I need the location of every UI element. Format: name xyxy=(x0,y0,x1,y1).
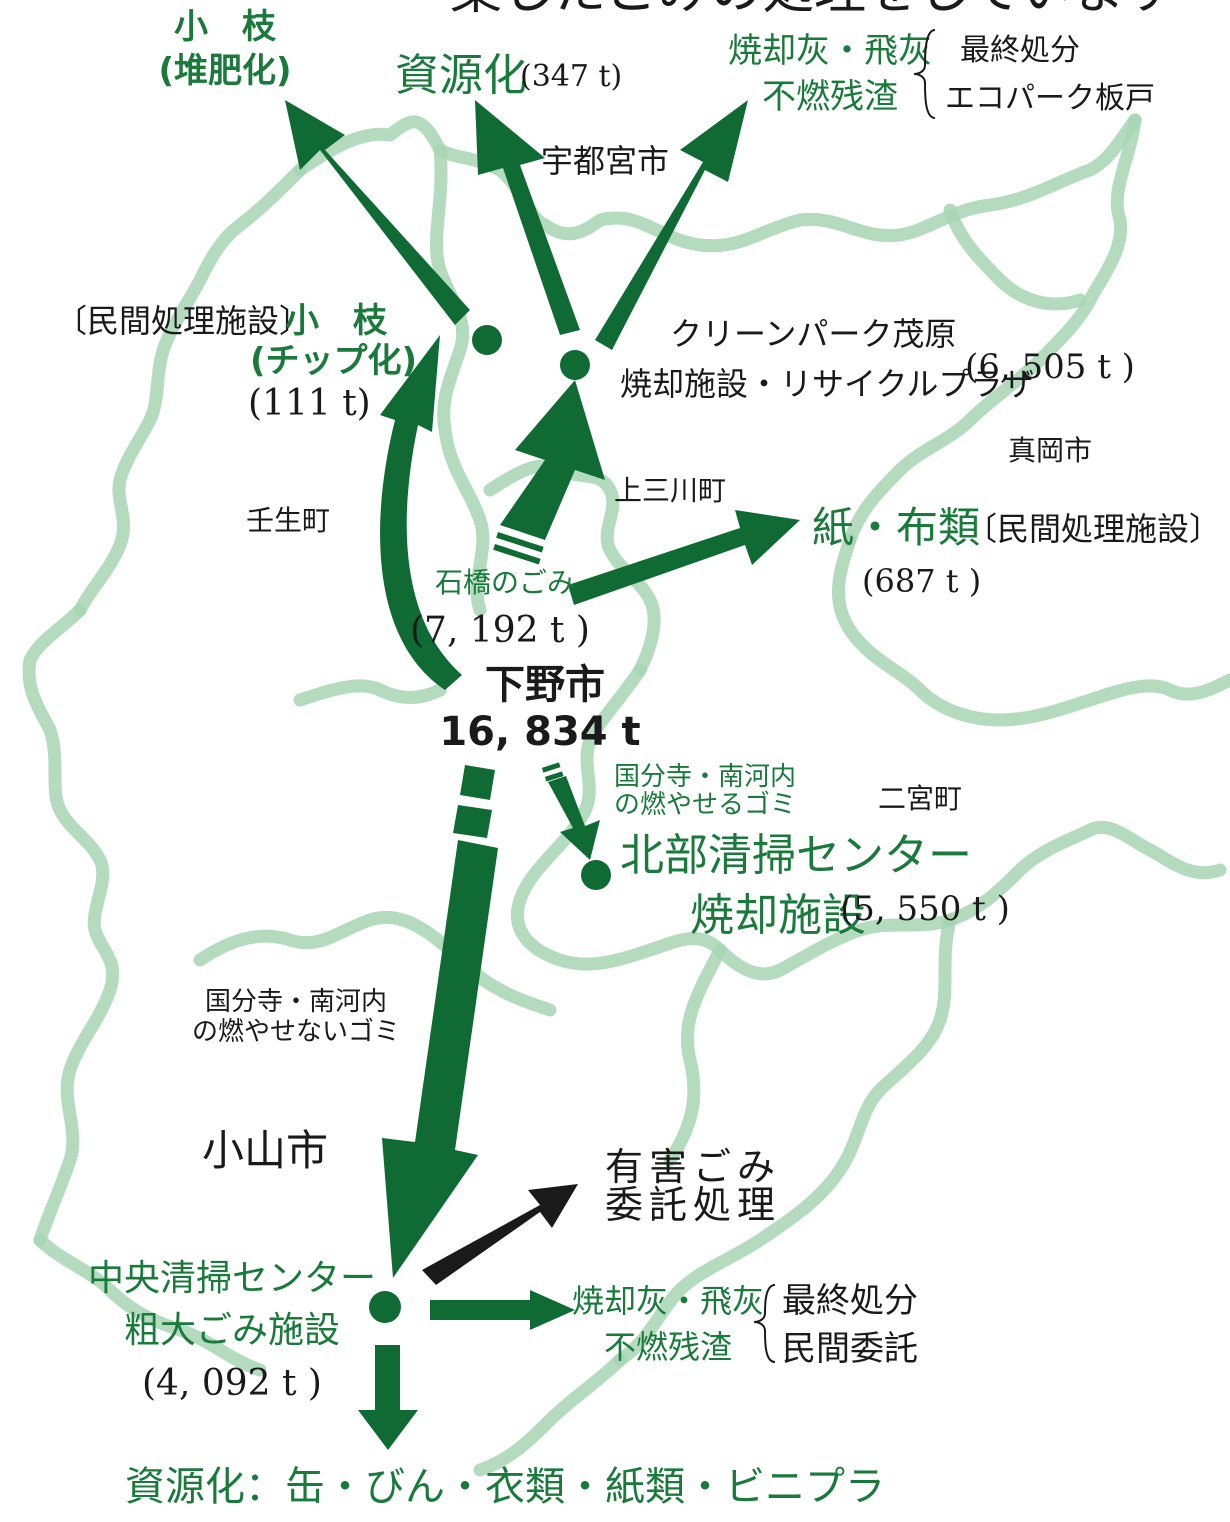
clean-park-amount: (6, 505 t ) xyxy=(965,347,1135,387)
clean-park-line1: クリーンパーク茂原 xyxy=(670,315,956,353)
private-twig-facility-label: 〔民間処理施設〕 xyxy=(55,302,311,340)
boundary-line xyxy=(33,1233,267,1377)
boundary-line xyxy=(73,163,307,617)
boundary-line xyxy=(429,143,490,617)
arrow-to-compost xyxy=(285,100,470,325)
non-burnable-line2: の燃やせないゴミ xyxy=(192,1017,400,1047)
utsunomiya-label: 宇都宮市 xyxy=(541,142,669,180)
oyama-label: 小山市 xyxy=(202,1126,328,1175)
non-burnable-line1: 国分寺・南河内 xyxy=(205,987,387,1017)
arrow-stripe xyxy=(541,762,561,773)
ash-bottom-line1: 焼却灰・飛灰 xyxy=(572,1282,764,1320)
ash-top-line2: 不燃残渣 xyxy=(762,77,898,117)
chip-method-label: (チップ化) xyxy=(250,341,417,381)
chip-twigs-label: 小 枝 xyxy=(285,301,388,341)
central-center-line1: 中央清掃センター xyxy=(88,1258,376,1299)
north-center-dot xyxy=(581,860,611,890)
hazardous-line1: 有害ごみ xyxy=(605,1145,781,1189)
boundary-line xyxy=(663,943,727,1167)
arrow-stripe xyxy=(453,805,492,838)
burnable-line2: の燃やせるゴミ xyxy=(614,790,796,820)
boundary-line xyxy=(510,663,957,981)
ash-bottom-line2: 不燃残渣 xyxy=(604,1328,732,1366)
flow-arrows xyxy=(285,100,800,1450)
hazardous-line2: 委託処理 xyxy=(605,1183,781,1227)
north-center-line2: 焼却施設 xyxy=(690,890,866,941)
boundary-line xyxy=(293,679,447,707)
boundary-line xyxy=(831,533,1230,727)
ash-bottom-dest2: 民間委託 xyxy=(782,1329,918,1369)
boundary-line xyxy=(473,1353,627,1477)
arrow-to-recycle-top xyxy=(475,100,580,335)
paper-cloth-label: 紙・布類 xyxy=(812,503,980,552)
recycle-top-amount: (347 t) xyxy=(520,59,622,94)
arrow-to-ash-bottom xyxy=(430,1290,575,1330)
boundary-line xyxy=(613,913,957,1367)
ash-bottom-dest1: 最終処分 xyxy=(782,1281,918,1321)
moka-label: 真岡市 xyxy=(1008,434,1092,467)
clean-park-dot xyxy=(560,350,590,380)
mibu-label: 壬生町 xyxy=(246,504,330,537)
central-center-amount: (4, 092 t ) xyxy=(142,1363,322,1404)
arrow-shimotsuke-to-chip xyxy=(380,335,462,690)
arrow-stripe xyxy=(496,532,544,553)
header-partial-text: 集したごみの処理をしています xyxy=(450,0,1176,21)
boundary-line xyxy=(193,910,557,1017)
clean-park-line2: 焼却施設・リサイクルプラザ xyxy=(620,365,1034,403)
arrow-to-recycle-bottom xyxy=(358,1345,418,1450)
ash-bottom-brace xyxy=(753,1284,776,1363)
ash-top-line1: 焼却灰・飛灰 xyxy=(728,31,932,71)
boundary-line xyxy=(943,820,1227,927)
arrow-to-central-center xyxy=(382,840,498,1278)
chip-amount: (111 t) xyxy=(248,383,371,424)
ishibashi-label: 石橋のごみ xyxy=(435,566,575,599)
compost-method-label: (堆肥化) xyxy=(158,51,291,91)
arrow-stripe xyxy=(460,765,495,800)
north-center-amount: (5, 550 t ) xyxy=(840,889,1010,929)
paper-cloth-facility: 〔民間処理施設〕 xyxy=(965,510,1221,548)
boundary-line xyxy=(843,113,1142,547)
private-twig-facility-dot xyxy=(472,325,502,355)
arrow-stripe xyxy=(544,771,564,782)
recycle-top-label: 資源化 xyxy=(395,50,527,101)
compost-twigs-label: 小 枝 xyxy=(174,7,277,47)
boundary-line xyxy=(943,203,1087,311)
arrow-to-hazardous xyxy=(422,1184,578,1285)
ninomiya-label: 二宮町 xyxy=(878,782,962,815)
arrow-to-paper-cloth xyxy=(568,510,800,605)
central-center-line2: 粗大ごみ施設 xyxy=(124,1310,340,1351)
arrow-ishibashi-to-cleanpark xyxy=(500,380,605,540)
arrow-to-north-center xyxy=(548,776,600,860)
shimotsuke-name: 下野市 xyxy=(485,662,605,708)
boundary-line xyxy=(22,603,120,1247)
ash-top-brace xyxy=(913,29,936,119)
ash-top-dest2: エコパーク板戸 xyxy=(945,81,1155,116)
kaminokawa-label: 上三川町 xyxy=(614,474,726,507)
paper-cloth-amount: (687 t ) xyxy=(862,562,981,600)
ishibashi-amount: (7, 192 t ) xyxy=(410,610,590,651)
recycle-bottom-label: 資源化：缶・びん・衣類・紙類・ビニプラ xyxy=(125,1464,885,1510)
north-center-line1: 北部清掃センター xyxy=(620,830,972,881)
arrow-stripe xyxy=(493,544,541,565)
ash-top-dest1: 最終処分 xyxy=(960,33,1080,68)
burnable-line1: 国分寺・南河内 xyxy=(614,762,796,792)
central-center-dot xyxy=(369,1291,401,1323)
municipal-boundaries xyxy=(22,113,1230,1477)
shimotsuke-amount: 16, 834 t xyxy=(439,709,640,755)
arrow-to-ash-top xyxy=(595,100,748,350)
